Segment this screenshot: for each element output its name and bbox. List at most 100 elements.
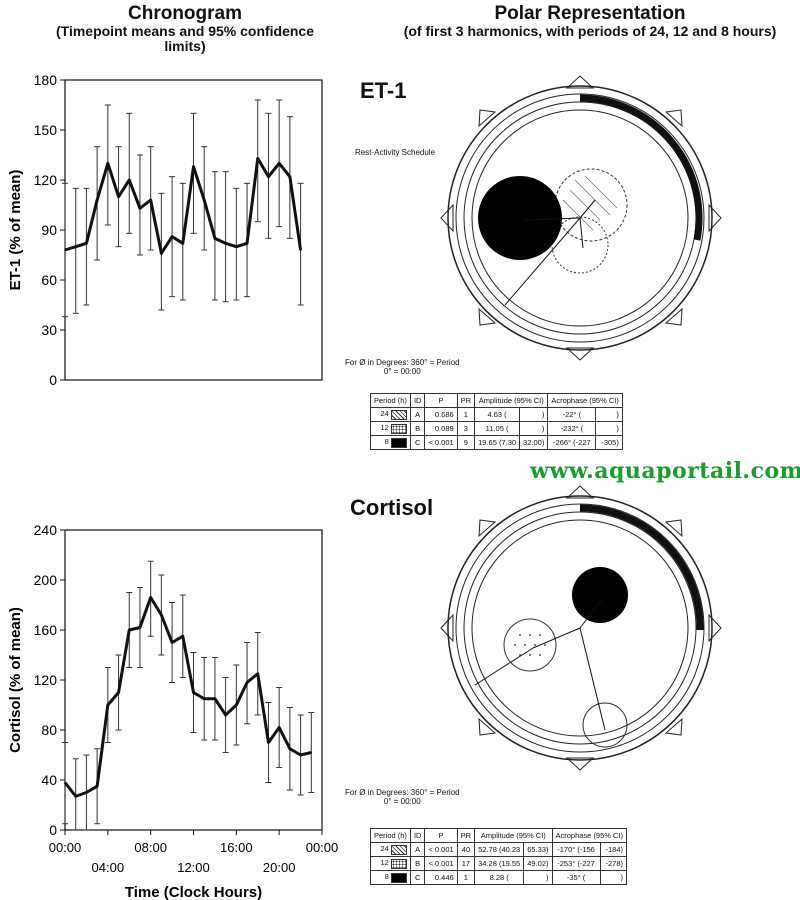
table-cell: ): [595, 421, 623, 436]
table-cell: -170° (-156: [551, 842, 601, 857]
table-cell: 12: [370, 856, 411, 871]
data-point: [181, 242, 184, 245]
data-point: [267, 741, 270, 744]
table-header-cell: PR: [456, 393, 476, 408]
table-cell: ): [599, 870, 628, 885]
data-point: [299, 754, 302, 756]
table-cell: < 0.001: [424, 435, 458, 450]
harmonic-c-circle: [572, 567, 628, 623]
polar-compass-diamonds: [440, 485, 722, 771]
table-cell: -278): [599, 856, 628, 871]
table-header-cell: Acrophase (95% CI): [547, 393, 623, 408]
table-header-cell: Period (h): [370, 393, 411, 408]
y-tick-label: 180: [34, 72, 58, 88]
data-point: [160, 614, 163, 616]
swatch-icon: [390, 423, 407, 434]
table-cell: 1: [456, 407, 476, 422]
x-tick-label: 00:00: [306, 840, 339, 855]
table-cell: 24: [370, 842, 411, 857]
harmonic-a-hatch: [562, 175, 618, 231]
harmonic-c-circle: [478, 176, 562, 260]
data-point: [267, 175, 270, 178]
data-point: [278, 726, 280, 729]
table-cell: -232° (: [547, 421, 597, 436]
data-point: [64, 781, 66, 784]
note-line-2: 0° = 00:00: [383, 797, 421, 807]
data-point: [289, 175, 291, 178]
polar-subtitle: (of first 3 harmonics, with periods of 2…: [403, 22, 777, 39]
polar-title-cortisol: Cortisol: [350, 495, 434, 520]
period-value: 8: [384, 437, 389, 447]
polar-rings: [447, 85, 713, 351]
data-point: [139, 626, 141, 629]
table-cell: C: [409, 870, 426, 885]
y-tick-label: 150: [34, 122, 58, 138]
period-value: 8: [384, 872, 389, 882]
table-header-cell: Amplitude (95% CI): [474, 393, 549, 408]
data-point: [224, 714, 227, 716]
data-point: [192, 691, 195, 694]
data-point: [256, 672, 259, 675]
harmonic-b-circle: [503, 618, 557, 672]
y-tick-label: 160: [34, 622, 58, 638]
data-point: [224, 242, 227, 245]
chronogram-title: Chronogram: [128, 3, 242, 24]
data-point: [246, 681, 248, 684]
period-value: 24: [380, 409, 389, 419]
chronogram-header: Chronogram (Timepoint means and 95% conf…: [50, 3, 320, 54]
table-cell: 9: [456, 435, 476, 450]
table-cell: -253° (-227: [551, 856, 601, 871]
y-tick-label: 240: [34, 522, 58, 538]
table-cell: 4.63 (: [474, 407, 521, 422]
table-cell: 1: [456, 870, 476, 885]
data-point: [256, 157, 259, 160]
data-point: [117, 691, 120, 694]
rest-activity-arc: [579, 504, 704, 631]
table-cell: A: [409, 407, 426, 422]
y-axis-label: ET-1 (% of mean): [7, 170, 24, 291]
note-line-1: For Ø in Degrees: 360° = Period: [345, 788, 460, 797]
data-point: [171, 235, 173, 238]
data-point: [85, 791, 88, 794]
y-tick-label: 120: [34, 672, 58, 688]
data-point: [74, 245, 77, 248]
table-header-cell: P: [424, 828, 458, 843]
data-point: [289, 747, 291, 750]
data-point: [128, 179, 131, 181]
data-point: [96, 199, 98, 201]
data-point: [192, 165, 195, 168]
table-header-cell: Amplitude (95% CI): [474, 828, 553, 843]
harmonic-a-circle: [582, 702, 628, 748]
data-point: [160, 252, 163, 255]
table-cell: B: [409, 421, 426, 436]
table-cell: ): [523, 870, 553, 885]
table-cell: ): [519, 407, 549, 422]
table-cell: 3: [456, 421, 476, 436]
x-tick-label: 00:00: [49, 840, 82, 855]
y-tick-label: 90: [41, 222, 57, 238]
rest-activity-arc: [579, 94, 703, 241]
data-point: [214, 697, 216, 700]
data-point: [235, 704, 238, 706]
data-point: [278, 162, 280, 165]
data-point: [299, 249, 302, 251]
table-cell: 34.28 (19.55: [474, 856, 525, 871]
table-cell: 8: [370, 870, 411, 885]
data-point: [181, 635, 184, 638]
table-cell: 17: [456, 856, 476, 871]
table-header-cell: ID: [409, 393, 426, 408]
table-cell: A: [409, 842, 426, 857]
table-cell: -184): [599, 842, 628, 857]
x-tick-label: 20:00: [263, 860, 296, 875]
data-point: [107, 162, 109, 165]
harmonic-b-circle: [551, 216, 609, 274]
cortisol-degree-note: For Ø in Degrees: 360° = Period 0° = 00:…: [345, 788, 460, 806]
table-cell: -35° (: [551, 870, 601, 885]
table-cell: < 0.001: [424, 856, 458, 871]
